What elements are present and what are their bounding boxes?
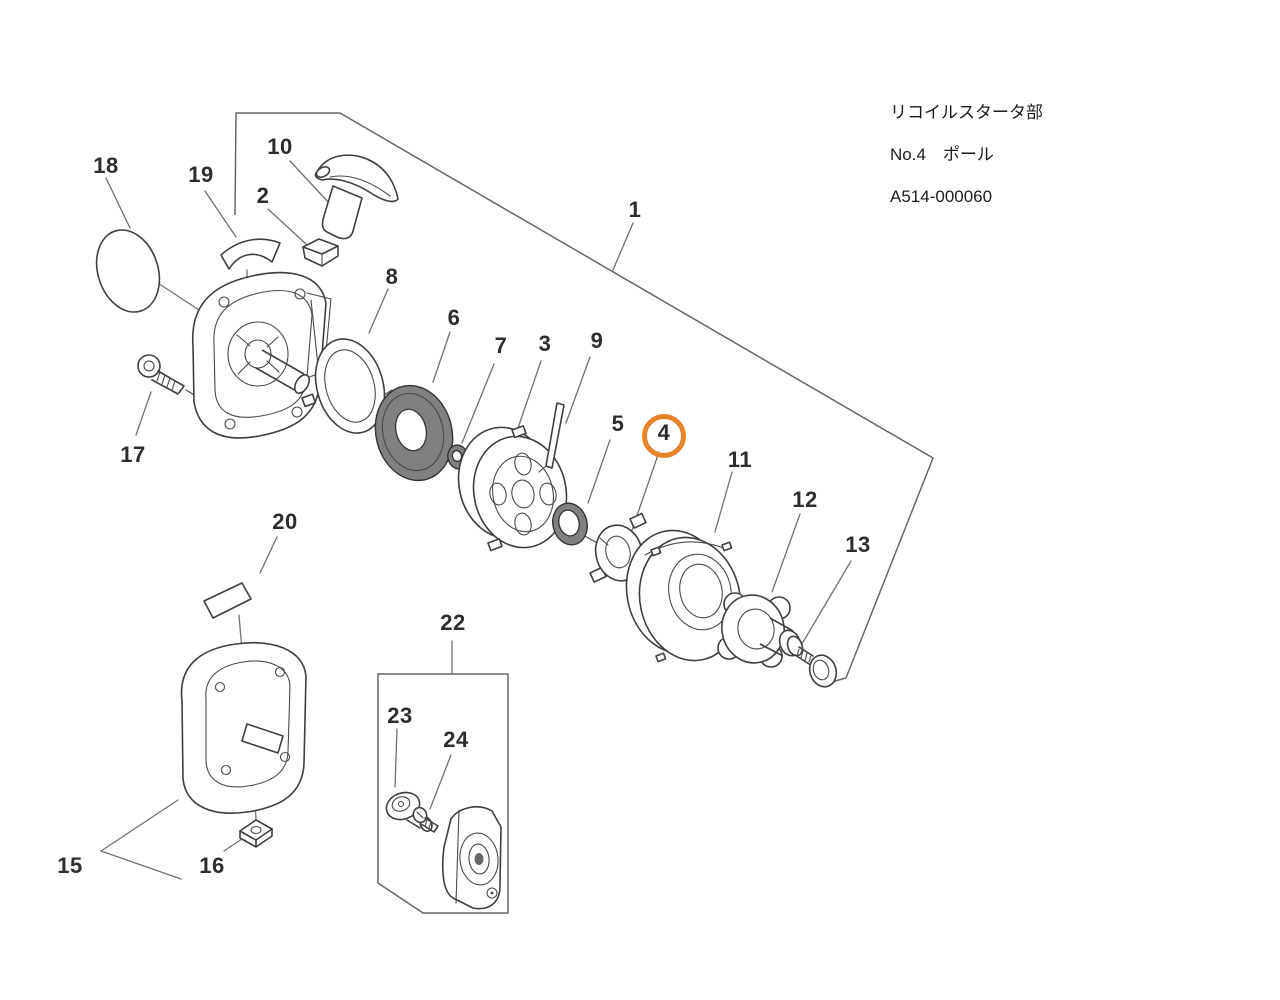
part-22-cover-drawing	[441, 806, 502, 910]
part-24-screw-drawing	[412, 806, 439, 833]
part-label-16: 16	[199, 853, 225, 878]
part-label-24: 24	[443, 727, 469, 752]
part-label-23: 23	[387, 703, 413, 728]
part-9-rope-drawing	[538, 402, 565, 473]
part-label-8: 8	[385, 264, 399, 289]
part-label-22: 22	[440, 610, 466, 635]
part-label-19: 19	[188, 162, 214, 187]
part-label-4: 4	[657, 420, 671, 445]
part-11-drum-drawing	[625, 529, 742, 663]
part-15-fan-case-drawing	[180, 642, 307, 814]
title-line-assembly-name: リコイルスタータ部	[890, 103, 1043, 122]
part-label-5: 5	[611, 411, 625, 436]
part-label-2: 2	[256, 183, 270, 208]
part-16-nut-drawing	[239, 819, 273, 848]
part-6-recoil-spring-drawing	[374, 384, 454, 482]
part-label-15: 15	[57, 853, 83, 878]
part-label-6: 6	[447, 305, 461, 330]
sub-assembly-box-22	[377, 673, 509, 914]
part-17-screw-drawing	[137, 354, 185, 395]
part-label-17: 17	[120, 442, 146, 467]
part-label-1: 1	[628, 197, 642, 222]
part-23-grommet-drawing	[385, 791, 433, 832]
part-label-13: 13	[845, 532, 871, 557]
assembly-border-part-1	[234, 112, 934, 684]
part-label-11: 11	[727, 447, 753, 472]
part-20-label-drawing	[203, 582, 252, 619]
title-line-part-name: No.4 ポール	[890, 145, 994, 164]
starter-housing-drawing	[191, 271, 332, 439]
title-line-part-number: A514-000060	[890, 187, 993, 206]
part-10-handle-drawing	[314, 154, 399, 240]
title-block: リコイルスタータ部 No.4 ポール A514-000060	[890, 92, 1043, 218]
part-2-bushing-drawing	[302, 238, 339, 267]
part-13-screw-drawing	[794, 646, 838, 688]
part-label-12: 12	[792, 487, 818, 512]
part-19-label-drawing	[220, 238, 281, 270]
part-8-washer-drawing	[301, 338, 386, 434]
part-18-gasket-drawing	[95, 229, 161, 313]
part-label-9: 9	[590, 328, 604, 353]
highlight-circle-part-4-icon	[642, 414, 686, 458]
part-label-18: 18	[93, 153, 119, 178]
part-label-20: 20	[272, 509, 298, 534]
part-label-7: 7	[494, 333, 508, 358]
part-5-spacer-drawing	[552, 502, 588, 546]
part-label-10: 10	[267, 134, 293, 159]
part-3-rope-reel-drawing	[457, 425, 568, 552]
part-label-3: 3	[538, 331, 552, 356]
part-12-hub-drawing	[717, 592, 804, 668]
